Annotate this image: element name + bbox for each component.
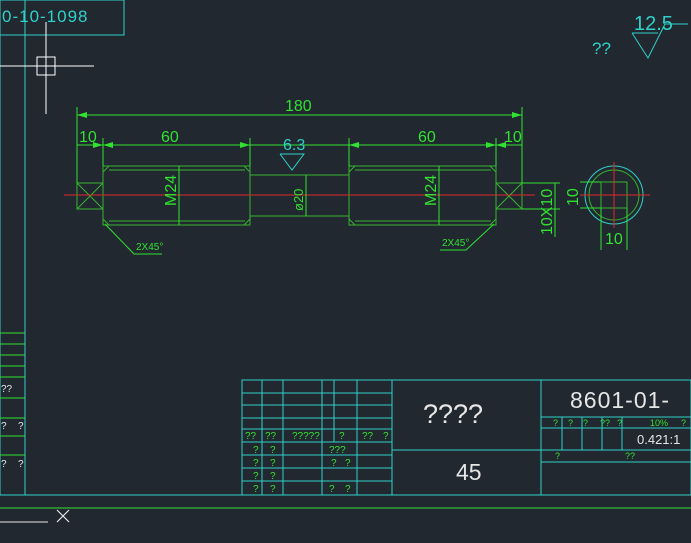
svg-text:?: ? xyxy=(553,418,558,428)
svg-text:?: ? xyxy=(270,458,276,469)
dim-left-seg: 60 xyxy=(161,129,179,146)
dim-left-end: 10 xyxy=(79,129,97,146)
left-table-labels: ?? ? ? ? ? xyxy=(1,384,24,470)
roughness-general-value: 12.5 xyxy=(634,13,673,35)
svg-text:?: ? xyxy=(253,458,259,469)
svg-text:?: ? xyxy=(583,418,588,428)
svg-text:??: ?? xyxy=(1,384,13,395)
svg-text:?: ? xyxy=(345,484,351,495)
dimension-lines xyxy=(76,107,560,255)
svg-text:?: ? xyxy=(253,471,259,482)
svg-text:?: ? xyxy=(617,418,622,428)
top-tag-text: 0-10-1098 xyxy=(2,7,89,26)
svg-text:?????: ????? xyxy=(292,431,320,442)
roughness-mid-value: 6.3 xyxy=(283,137,305,154)
dim-overall: 180 xyxy=(285,98,312,115)
dim-square-side: 10X10 xyxy=(539,189,556,235)
roughness-general-symbol: 12.5 ?? xyxy=(592,13,688,60)
svg-text:?: ? xyxy=(568,418,573,428)
title-drawing-no: 8601-01- xyxy=(570,387,670,413)
ucs-x-icon xyxy=(56,509,70,523)
title-part-name: ???? xyxy=(423,399,483,429)
title-block xyxy=(241,379,691,496)
dim-thread-left: M24 xyxy=(163,175,180,206)
dimension-texts: 180 10 60 60 10 M24 M24 ø20 2X45° 2X45° … xyxy=(79,98,623,253)
svg-text:??: ?? xyxy=(625,451,635,461)
svg-text:?: ? xyxy=(555,451,560,461)
dimension-arrows xyxy=(77,112,522,148)
svg-text:?: ? xyxy=(270,471,276,482)
roughness-general-note: ?? xyxy=(592,39,611,58)
dim-end-square-h: 10 xyxy=(565,188,582,206)
title-quantity: 45 xyxy=(456,459,482,485)
svg-text:?: ? xyxy=(329,484,335,495)
svg-text:?: ? xyxy=(270,445,276,456)
dim-end-square-w: 10 xyxy=(605,231,623,248)
svg-text:?: ? xyxy=(383,431,389,442)
left-table xyxy=(0,332,25,456)
svg-text:??: ?? xyxy=(362,431,374,442)
svg-text:?: ? xyxy=(331,458,337,469)
svg-text:?: ? xyxy=(1,421,7,432)
svg-text:?: ? xyxy=(270,484,276,495)
dim-chamfer-right: 2X45° xyxy=(442,238,469,249)
dim-dia-mid: ø20 xyxy=(291,189,306,211)
command-line-area xyxy=(0,507,691,523)
svg-text:?: ? xyxy=(1,459,7,470)
svg-text:?: ? xyxy=(253,445,259,456)
svg-text:?: ? xyxy=(345,458,351,469)
crosshair-cursor-icon xyxy=(0,22,94,114)
svg-text:10%: 10% xyxy=(650,418,668,428)
dim-right-seg: 60 xyxy=(418,129,436,146)
dim-thread-right: M24 xyxy=(423,175,440,206)
end-view xyxy=(580,162,650,250)
shaft-outline xyxy=(76,165,523,226)
svg-text:?: ? xyxy=(18,421,24,432)
svg-text:???: ??? xyxy=(329,445,346,456)
svg-text:??: ?? xyxy=(600,418,610,428)
dim-right-end: 10 xyxy=(504,129,522,146)
svg-text:?: ? xyxy=(253,484,259,495)
title-block-labels: ?? ?? ????? ? ?? ? ? ? ??? ? ? ? ? ? ? ?… xyxy=(245,431,389,495)
dim-chamfer-left: 2X45° xyxy=(136,242,163,253)
svg-text:??: ?? xyxy=(265,431,277,442)
svg-text:??: ?? xyxy=(245,431,257,442)
roughness-mid-symbol xyxy=(279,153,305,171)
svg-text:?: ? xyxy=(18,459,24,470)
title-scale: 0.421:1 xyxy=(637,432,680,447)
title-block-right-labels: ? ? ? ?? ? 10% ? ? ?? xyxy=(553,418,686,461)
svg-text:?: ? xyxy=(681,418,686,428)
svg-text:?: ? xyxy=(339,431,345,442)
